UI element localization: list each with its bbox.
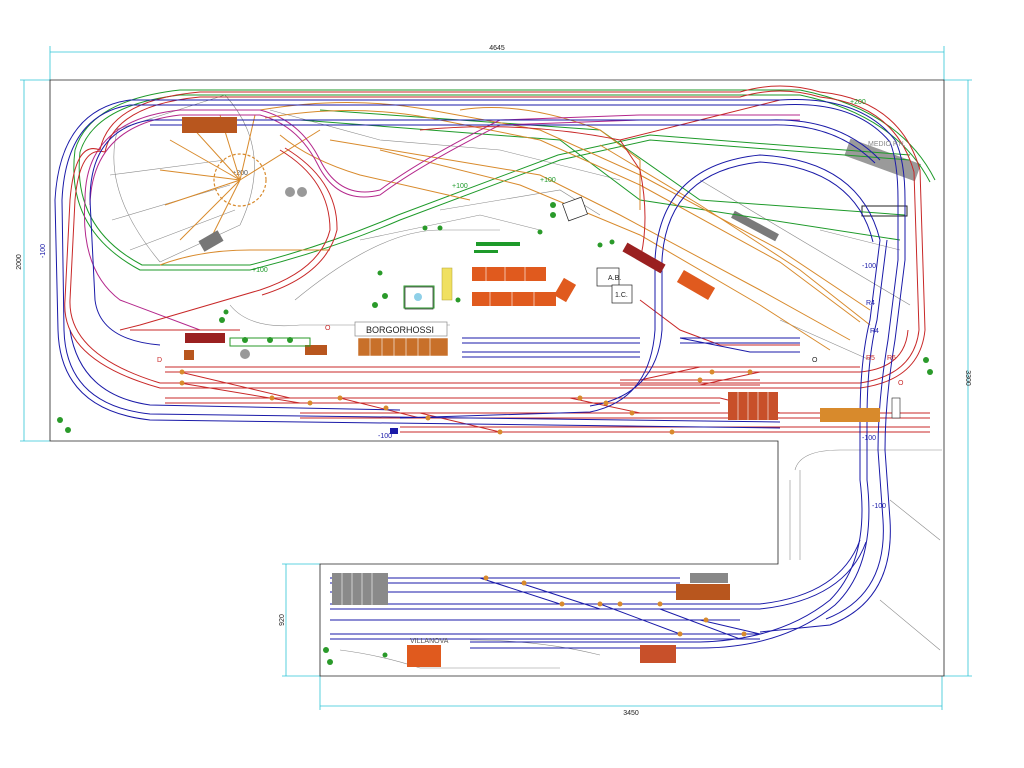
lower-station-label: VILLANOVA [410, 638, 449, 645]
silo-3 [240, 349, 250, 359]
building-b-label: 1.C. [615, 292, 628, 299]
dim-top-width: 4645 [489, 45, 505, 52]
elev-minus-left: -100 [40, 244, 47, 258]
code-d-left: D [157, 357, 162, 364]
turnout-markers [179, 369, 753, 637]
station-building [354, 321, 448, 337]
bridge-top-right [861, 205, 908, 217]
buildings [182, 117, 880, 667]
platform-roof-mid-right [731, 210, 779, 242]
code-r5: R5 [866, 355, 875, 362]
trees [57, 202, 933, 665]
platform-green-1 [476, 242, 520, 246]
elev-minus-right-b: -100 [862, 435, 876, 442]
signal-box [891, 397, 901, 419]
elev-plus100-c: +100 [252, 267, 268, 274]
building-roof-stripes [341, 267, 769, 605]
elev-minus-curve: -100 [872, 503, 886, 510]
hedge-row [229, 337, 311, 347]
platform-green-2 [474, 250, 498, 253]
turntable [213, 153, 267, 207]
code-o-mid: O [812, 357, 818, 364]
station-name-label: BORGORHOSSI [366, 325, 434, 335]
yellow-platform [441, 267, 453, 301]
blue-marker [390, 428, 398, 434]
code-r4: R4 [866, 300, 875, 307]
elev-turntable-label: +200 [232, 170, 248, 177]
small-buildings [404, 196, 633, 310]
elev-plus100-a: +100 [452, 183, 468, 190]
platform-roof-top-right [844, 138, 922, 182]
silo-2 [297, 187, 307, 197]
park-square [403, 285, 435, 309]
dim-right-height: 3300 [964, 370, 971, 386]
building-a-label: A.B. [608, 275, 621, 282]
turntable-radial-tracks [159, 114, 321, 251]
code-r6: R6 [887, 355, 896, 362]
elev-top-right-label: +200 [850, 99, 866, 106]
dimension-lines [20, 46, 972, 710]
elev-minus-right-a: -100 [862, 263, 876, 270]
dim-bottom-width: 3450 [623, 710, 639, 717]
code-o-left: O [325, 325, 331, 332]
dim-lower-left-height: 920 [279, 614, 286, 626]
right-area-label: MEDIO P.N. [868, 141, 906, 148]
elev-plus100-b: +100 [540, 177, 556, 184]
code-o-right: O [898, 380, 904, 387]
track-orange-yard [159, 102, 871, 351]
baseboard-outline [49, 79, 945, 677]
track-green-loop [73, 89, 936, 271]
track-blue-main [54, 99, 906, 649]
dim-left-height: 2000 [16, 254, 23, 270]
code-r4b: R4 [870, 328, 879, 335]
fountain [414, 293, 422, 301]
silo-1 [285, 187, 295, 197]
elev-minus-bottom: -100 [378, 433, 392, 440]
